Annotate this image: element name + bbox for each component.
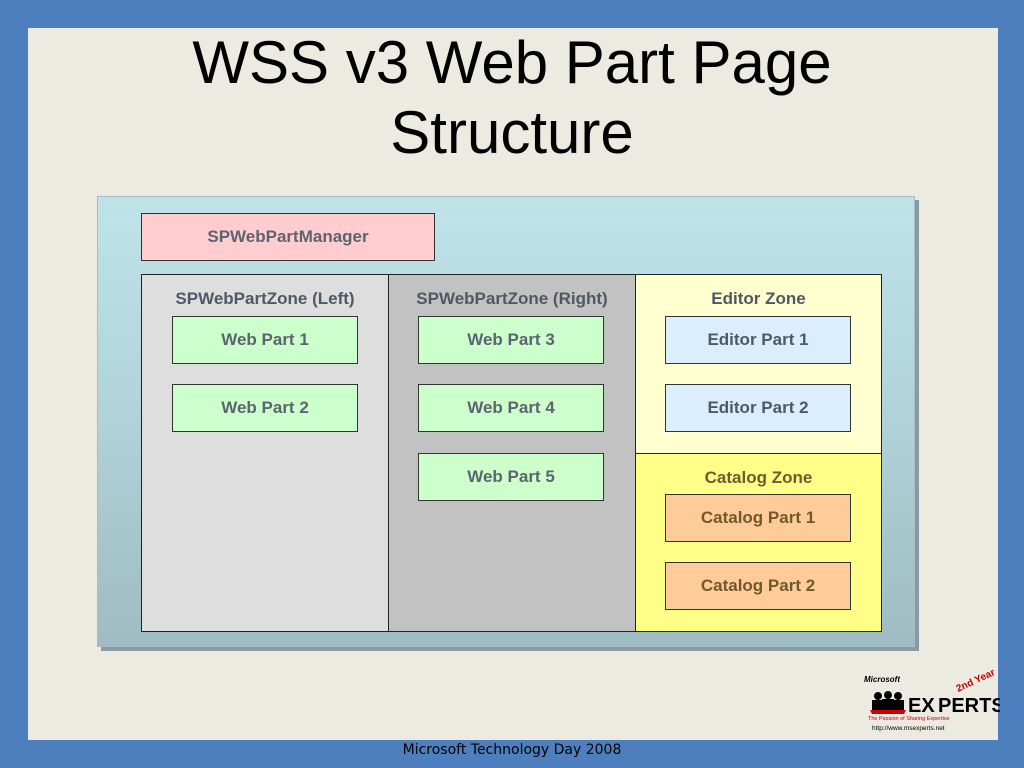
web-part-5: Web Part 5: [418, 453, 604, 501]
catalog-part-1: Catalog Part 1: [665, 494, 851, 542]
logo-badge: 2nd Year: [955, 668, 997, 695]
editor-zone-label: Editor Zone: [711, 289, 806, 308]
web-part-4: Web Part 4: [418, 384, 604, 432]
slide-footer: Microsoft Technology Day 2008: [402, 742, 622, 758]
slide-title-line-2: Structure: [390, 99, 634, 166]
logo-name-part-1: EX: [908, 695, 935, 717]
editor-part-1: Editor Part 1: [665, 316, 851, 364]
slide-title: WSS v3 Web Part Page Structure: [0, 28, 1024, 168]
editor-part-2: Editor Part 2: [665, 384, 851, 432]
web-part-zone-right-label: SPWebPartZone (Right): [416, 289, 608, 308]
logo-tagline: The Passion of Sharing Expertise: [868, 716, 950, 722]
web-part-1: Web Part 1: [172, 316, 358, 364]
web-part-zone-left-label: SPWebPartZone (Left): [175, 289, 355, 308]
logo-name-part-2: PERTS: [938, 695, 1000, 717]
people-icon: [870, 691, 906, 714]
catalog-zone-label: Catalog Zone: [704, 468, 813, 487]
web-part-2: Web Part 2: [172, 384, 358, 432]
logo-url: http://www.msexperts.net: [872, 725, 945, 732]
slide-title-line-1: WSS v3 Web Part Page: [192, 29, 832, 96]
catalog-part-2: Catalog Part 2: [665, 562, 851, 610]
sp-web-part-manager: SPWebPartManager: [141, 213, 435, 261]
web-part-3: Web Part 3: [418, 316, 604, 364]
logo-brand: Microsoft: [864, 675, 900, 684]
msexperts-logo: Microsoft EX PERTS 2nd Year The Passion …: [864, 668, 1000, 732]
